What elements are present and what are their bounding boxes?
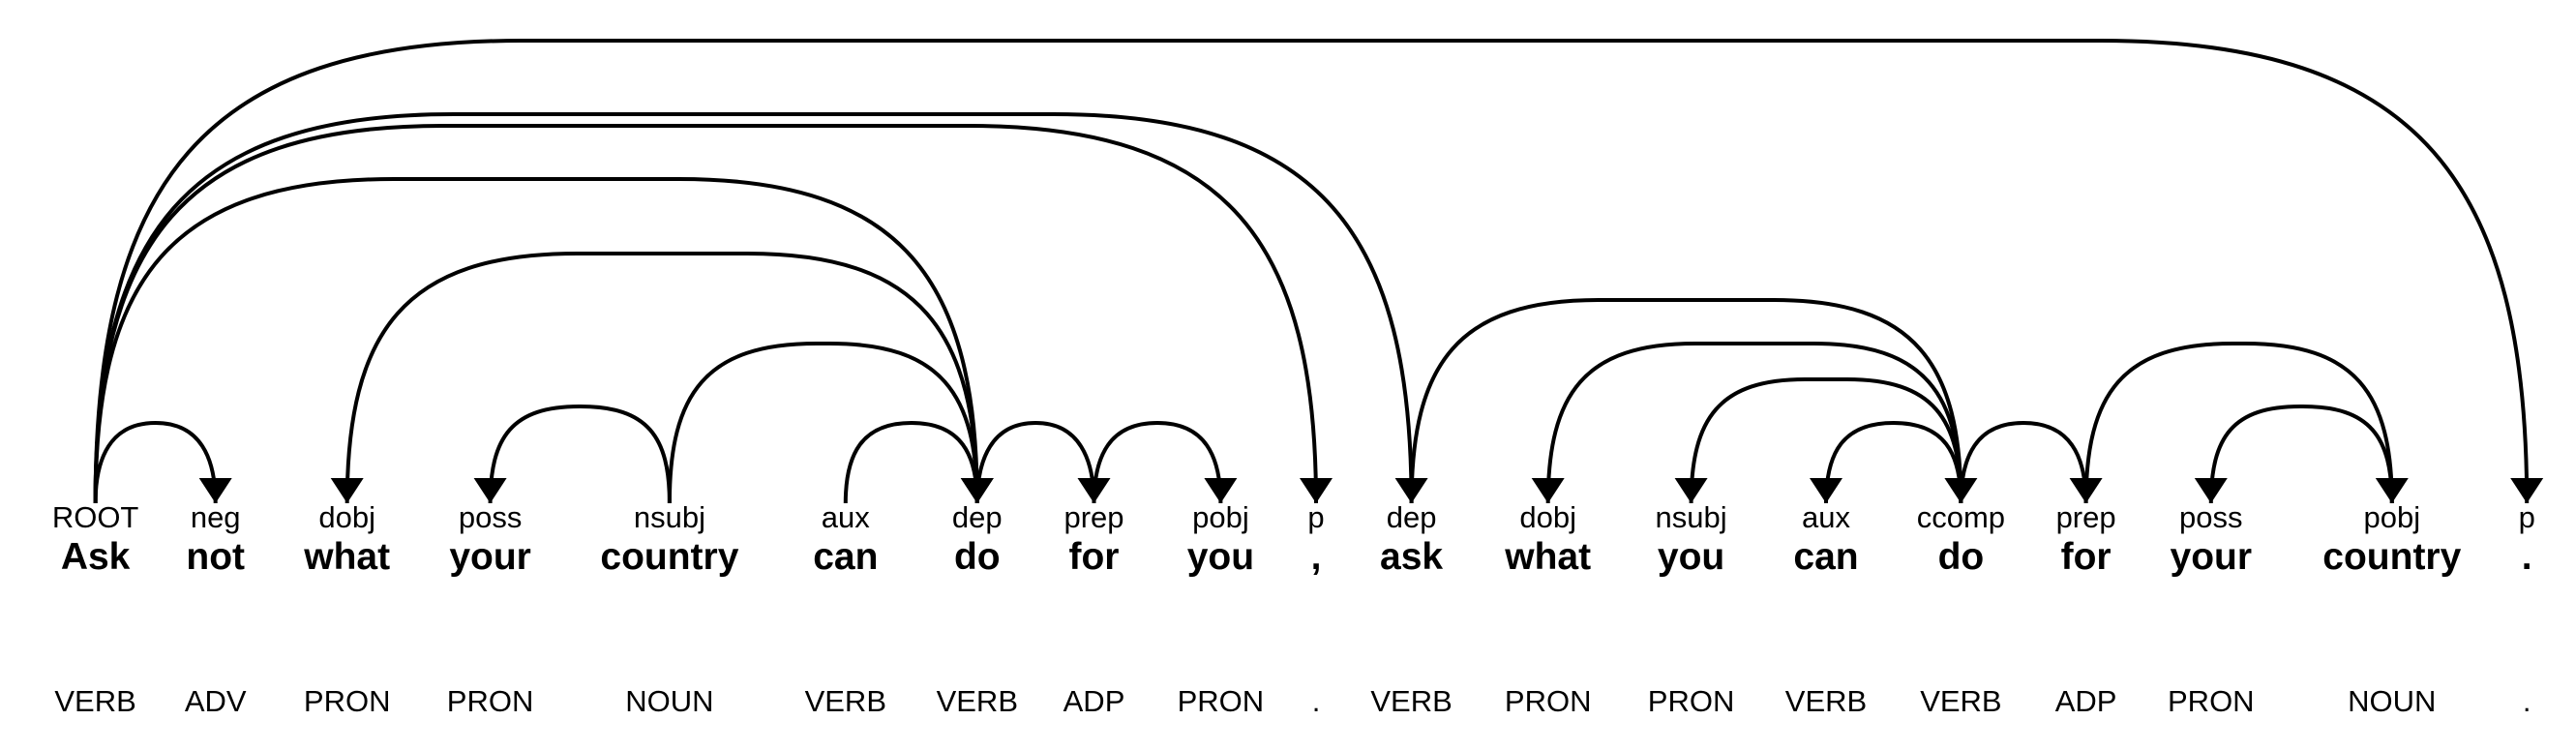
- dependency-label-layer: ROOT neg dobj poss nsubj aux dep prep pobj p dep do…: [52, 500, 2535, 534]
- dep-label-4: nsubj: [634, 500, 705, 534]
- arrowhead-p: [2510, 478, 2544, 503]
- pos-tag-2: PRON: [304, 684, 391, 718]
- dependency-arc-aux: [843, 421, 979, 504]
- dependency-arc-dep: [93, 177, 979, 504]
- dependency-arc-nsubj: [1689, 377, 1963, 504]
- word-token-15: for: [2061, 536, 2112, 578]
- word-layer: Ask not what your country can do for you, ask what…: [61, 536, 2532, 578]
- dep-label-18: p: [2519, 500, 2535, 534]
- word-token-7: for: [1069, 536, 1120, 578]
- dependency-arc-pobj: [1092, 421, 1223, 504]
- dep-label-11: dobj: [1519, 500, 1576, 534]
- word-token-17: country: [2322, 536, 2461, 578]
- dep-label-16: poss: [2179, 500, 2242, 534]
- dep-label-14: ccomp: [1917, 500, 2005, 534]
- dep-label-6: dep: [952, 500, 1003, 534]
- dep-label-12: nsubj: [1656, 500, 1727, 534]
- arrowhead-nsubj: [1674, 478, 1708, 503]
- word-token-6: do: [954, 536, 1001, 578]
- dep-label-15: prep: [2056, 500, 2116, 534]
- dependency-arc-pobj: [2083, 342, 2394, 504]
- dependency-arc-neg: [93, 421, 218, 504]
- pos-tag-1: ADV: [185, 684, 247, 718]
- arrowhead-layer: [198, 478, 2544, 503]
- word-token-5: can: [813, 536, 878, 578]
- pos-tag-11: PRON: [1505, 684, 1592, 718]
- dep-label-0: ROOT: [52, 500, 139, 534]
- dependency-arc-prep: [1959, 421, 2088, 504]
- pos-tag-4: NOUN: [625, 684, 713, 718]
- pos-tag-17: NOUN: [2348, 684, 2436, 718]
- dep-label-2: dobj: [318, 500, 375, 534]
- word-token-12: you: [1658, 536, 1724, 578]
- pos-tag-12: PRON: [1648, 684, 1735, 718]
- arrowhead-pobj: [1204, 478, 1238, 503]
- word-token-13: can: [1793, 536, 1858, 578]
- pos-tag-18: .: [2523, 684, 2531, 718]
- pos-tag-16: PRON: [2168, 684, 2255, 718]
- dep-label-9: p: [1307, 500, 1324, 534]
- pos-tag-8: PRON: [1178, 684, 1265, 718]
- arrowhead-pobj: [2375, 478, 2409, 503]
- arrowhead-prep: [2069, 478, 2103, 503]
- pos-tag-5: VERB: [805, 684, 886, 718]
- pos-tag-6: VERB: [937, 684, 1018, 718]
- pos-tag-14: VERB: [1920, 684, 2001, 718]
- dep-label-7: prep: [1063, 500, 1123, 534]
- arrowhead-ccomp: [1944, 478, 1978, 503]
- pos-tag-3: PRON: [447, 684, 534, 718]
- arrowhead-poss: [2194, 478, 2228, 503]
- arrowhead-prep: [1077, 478, 1111, 503]
- pos-tag-0: VERB: [54, 684, 135, 718]
- pos-tag-7: ADP: [1063, 684, 1125, 718]
- dep-label-3: poss: [459, 500, 522, 534]
- arrowhead-poss: [473, 478, 507, 503]
- arrowhead-aux: [1810, 478, 1842, 503]
- arc-layer: [93, 39, 2530, 504]
- dep-label-17: pobj: [2363, 500, 2420, 534]
- dependency-arc-poss: [488, 405, 672, 504]
- arrowhead-dobj: [1531, 478, 1565, 503]
- dep-label-5: aux: [822, 500, 870, 534]
- word-token-4: country: [600, 536, 738, 578]
- arrowhead-dep: [1394, 478, 1428, 503]
- dependency-arc-p: [93, 39, 2530, 504]
- dependency-arc-poss: [2208, 405, 2394, 504]
- dependency-arc-nsubj: [667, 342, 979, 504]
- word-token-9: ,: [1311, 536, 1322, 578]
- word-token-3: your: [449, 536, 531, 578]
- arrowhead-dobj: [330, 478, 364, 503]
- word-token-8: you: [1187, 536, 1254, 578]
- pos-tag-15: ADP: [2055, 684, 2117, 718]
- dep-label-13: aux: [1802, 500, 1850, 534]
- dependency-arc-ccomp: [1409, 298, 1963, 504]
- pos-tag-10: VERB: [1370, 684, 1452, 718]
- word-token-10: ask: [1380, 536, 1443, 578]
- word-token-14: do: [1938, 536, 1985, 578]
- pos-tag-9: .: [1312, 684, 1321, 718]
- word-token-18: .: [2522, 536, 2532, 578]
- dep-label-10: dep: [1387, 500, 1437, 534]
- word-token-1: not: [186, 536, 245, 578]
- word-token-0: Ask: [61, 536, 131, 578]
- word-token-11: what: [1504, 536, 1591, 578]
- dep-label-8: pobj: [1192, 500, 1249, 534]
- dependency-arc-dep: [93, 112, 1414, 504]
- dependency-arc-aux: [1824, 421, 1963, 504]
- arrowhead-dep: [960, 478, 994, 503]
- dependency-arc-dobj: [344, 252, 979, 504]
- dependency-arc-prep: [974, 421, 1096, 504]
- word-token-16: your: [2171, 536, 2253, 578]
- word-token-2: what: [303, 536, 390, 578]
- dependency-arc-dobj: [1545, 342, 1963, 504]
- arrowhead-neg: [198, 478, 232, 503]
- pos-tag-13: VERB: [1785, 684, 1867, 718]
- pos-tag-layer: VERB ADV PRON PRON NOUN VERB VERB ADP PRON. VERB P…: [54, 684, 2531, 718]
- arrowhead-p: [1300, 478, 1333, 503]
- dep-label-1: neg: [191, 500, 241, 534]
- dependency-arc-p: [93, 124, 1318, 504]
